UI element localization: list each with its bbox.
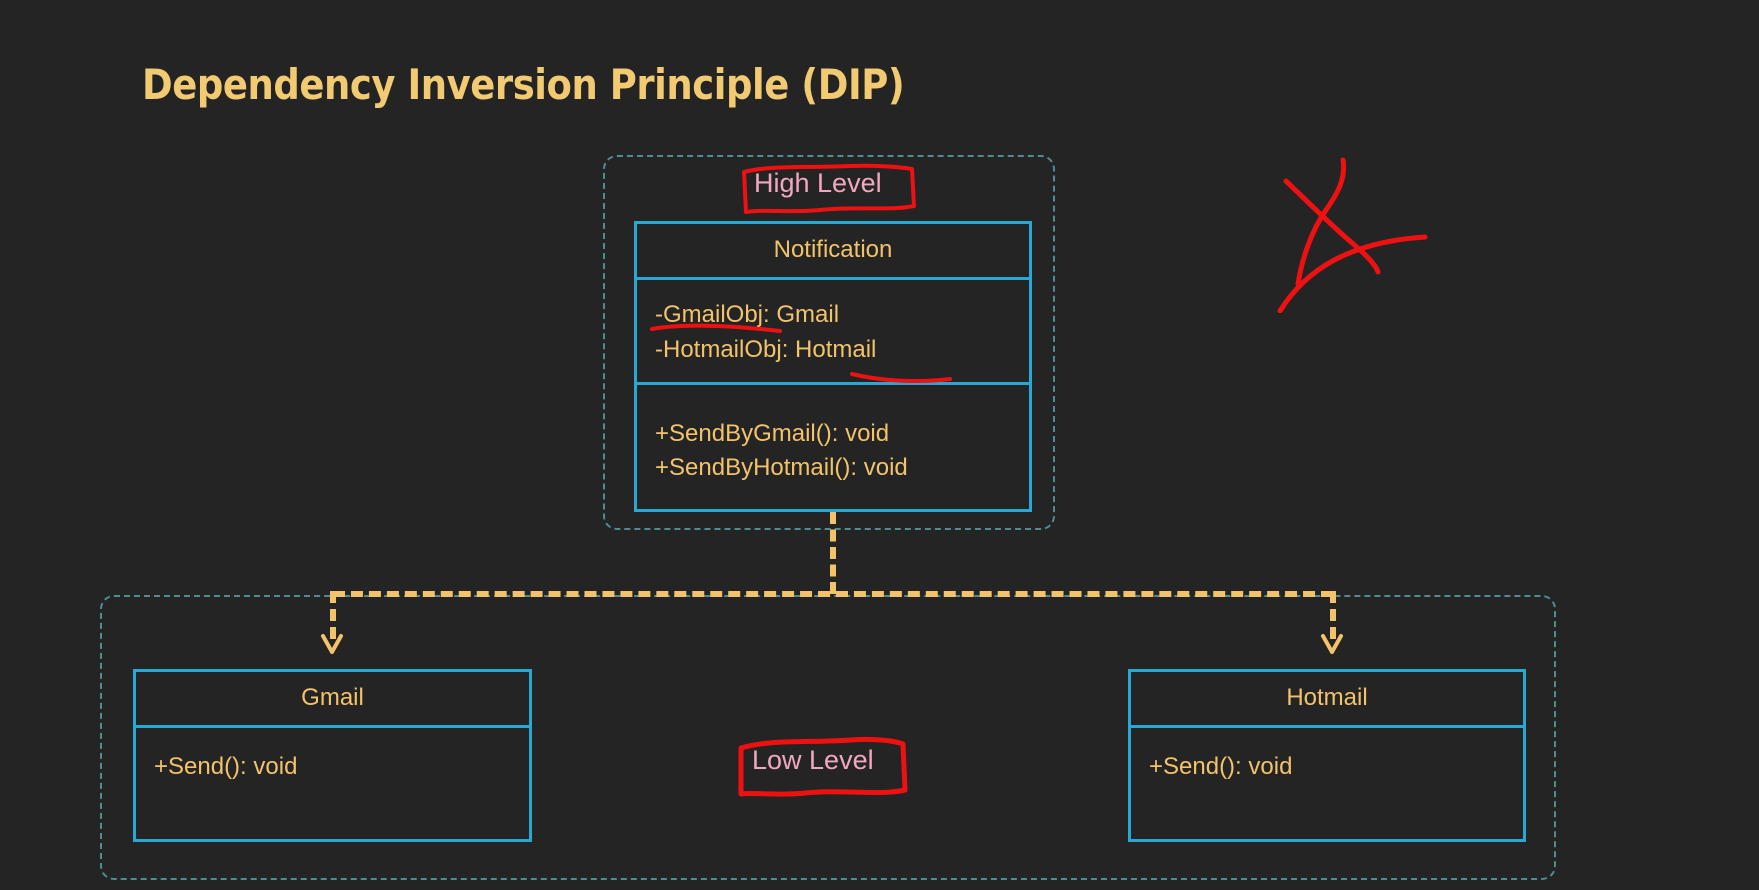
uml-class-hotmail-methods: +Send(): void [1131,728,1523,799]
dependency-line-to-gmail [330,591,336,639]
arrowhead-hotmail [1321,634,1343,654]
dependency-line-to-hotmail [1330,591,1336,639]
page-title: Dependency Inversion Principle (DIP) [142,60,905,109]
uml-class-gmail-title: Gmail [136,672,529,728]
attribute-row: -GmailObj: Gmail [655,301,840,328]
uml-class-notification-methods: +SendByGmail(): void +SendByHotmail(): v… [637,385,1029,501]
low-level-highlight-scribble [738,736,908,797]
dependency-line-notification-vertical [830,512,836,594]
high-level-highlight-scribble [742,163,916,214]
red-underline-hotmail-type [850,372,952,384]
red-freehand-annotation [1277,157,1428,313]
method-row: +SendByHotmail(): void [655,454,908,482]
uml-class-hotmail-title: Hotmail [1131,672,1523,728]
uml-class-hotmail[interactable]: Hotmail +Send(): void [1128,669,1526,842]
dependency-line-horizontal [333,591,1333,597]
uml-class-gmail-methods: +Send(): void [136,728,529,799]
arrowhead-gmail [321,634,343,654]
high-level-label: High Level [754,168,882,198]
method-row: +Send(): void [1149,753,1293,780]
method-row: +Send(): void [154,753,298,780]
uml-class-gmail[interactable]: Gmail +Send(): void [133,669,532,842]
uml-class-notification-title: Notification [637,224,1029,280]
uml-class-notification[interactable]: Notification -GmailObj: Gmail -HotmailOb… [634,221,1032,512]
method-row: +SendByGmail(): void [655,419,890,447]
red-underline-gmail-type [650,323,782,333]
low-level-label: Low Level [752,745,874,775]
uml-class-notification-attributes: -GmailObj: Gmail -HotmailObj: Hotmail [637,280,1029,385]
attribute-row: -HotmailObj: Hotmail [655,335,877,363]
high-level-group-container [603,155,1055,530]
